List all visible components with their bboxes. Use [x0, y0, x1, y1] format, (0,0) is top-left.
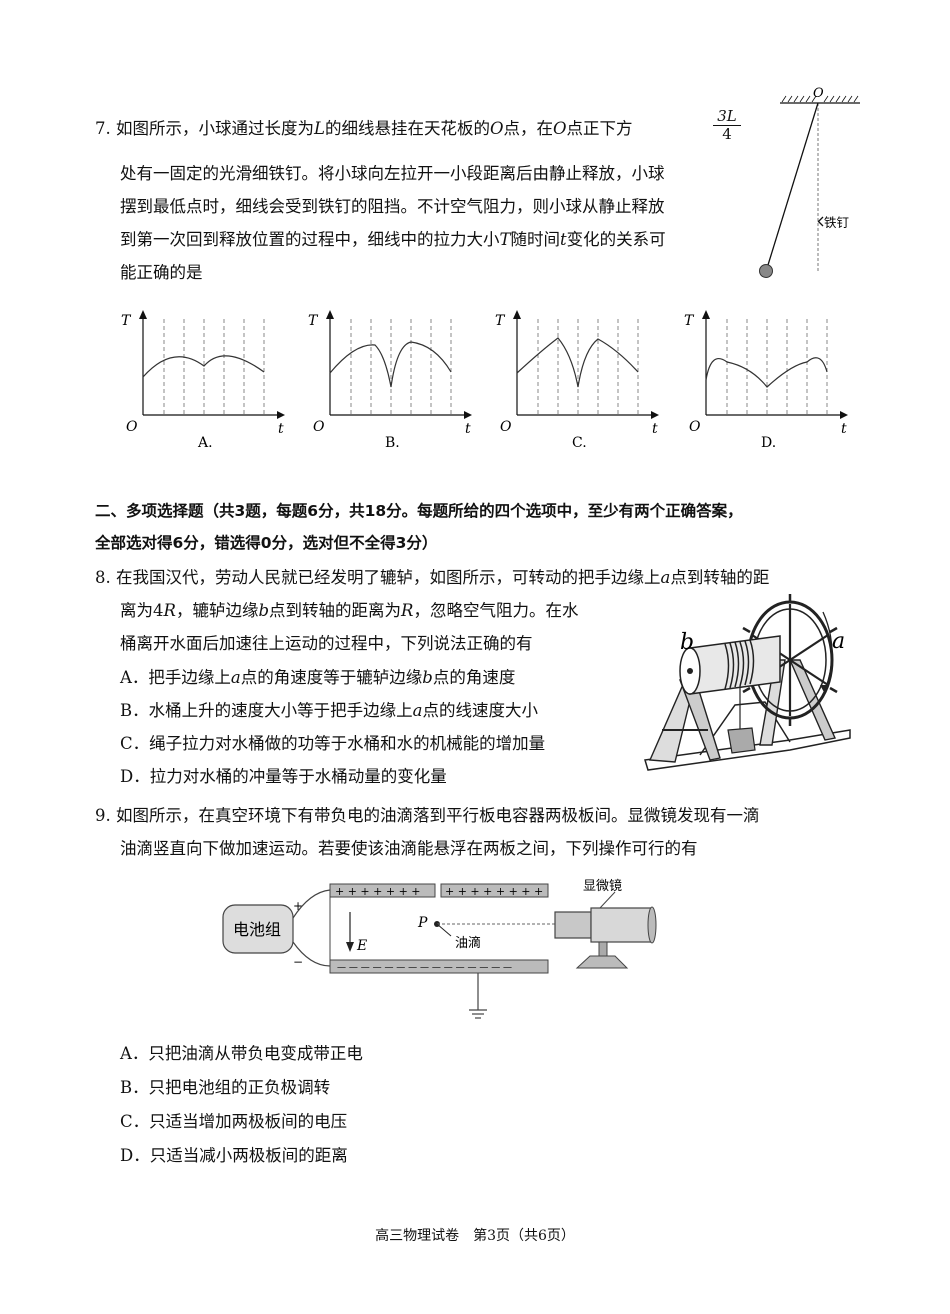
microscope-tube	[590, 907, 652, 943]
graph-d: T O t D.	[684, 310, 848, 450]
page-footer: 高三物理试卷 第3页（共6页）	[375, 1228, 575, 1244]
q8-option-d: D．拉力对水桶的冲量等于水桶动量的变化量	[120, 767, 447, 786]
q7-line-4: 到第一次回到释放位置的过程中，细线中的拉力大小T随时间t变化的关系可	[120, 230, 666, 249]
ball	[759, 264, 773, 278]
microscope-label: 显微镜	[583, 879, 622, 894]
q7-line-5: 能正确的是	[120, 263, 203, 282]
q7-fraction: 3L 4	[713, 108, 741, 143]
option-label: A.	[197, 435, 213, 450]
svg-text:t: t	[841, 421, 847, 437]
pendulum-figure: O 铁钉	[759, 86, 860, 278]
svg-text:O: O	[689, 419, 701, 435]
option-label: B.	[385, 435, 400, 450]
field-label: E	[356, 938, 367, 954]
svg-text:— — — — — — — — — — — — — — —: — — — — — — — — — — — — — — —	[337, 963, 512, 973]
q9-line-1: 9. 如图所示，在真空环境下有带负电的油滴落到平行板电容器两极板间。显微镜发现有…	[95, 806, 760, 825]
q9-option-b: B．只把电池组的正负极调转	[120, 1078, 331, 1097]
top-plate-right	[440, 883, 549, 898]
svg-text:t: t	[465, 421, 471, 437]
option-label: C.	[572, 435, 587, 450]
q7-line-1: 7. 如图所示，小球通过长度为L的细线悬挂在天花板的O点，在O点正下方	[95, 119, 633, 138]
plus-label: +	[293, 899, 303, 913]
point-a-label: a	[832, 629, 845, 654]
point-p-label: P	[417, 915, 428, 931]
svg-text:t: t	[278, 421, 284, 437]
q8-option-a: A．把手边缘上a点的角速度等于辘轳边缘b点的角速度	[120, 668, 516, 687]
q8-option-c: C．绳子拉力对水桶做的功等于水桶和水的机械能的增加量	[120, 734, 546, 753]
graph-a: T O t A.	[121, 310, 285, 450]
q8-line-3: 桶离开水面后加速往上运动的过程中，下列说法正确的有	[120, 634, 533, 653]
drop-label: 油滴	[455, 935, 481, 951]
svg-text:O: O	[126, 419, 138, 435]
battery-box	[222, 904, 294, 954]
graph-b: T O t B.	[308, 310, 472, 450]
q7-line-3: 摆到最低点时，细线会受到铁钉的阻挡。不计空气阻力，则小球从静止释放	[120, 197, 665, 216]
svg-text:+ + + + + + +: + + + + + + +	[335, 885, 421, 898]
point-b-label: b	[680, 630, 694, 655]
nail-label: 铁钉	[824, 215, 850, 230]
q8-line-2: 离为4R，辘轳边缘b点到转轴的距离为R，忽略空气阻力。在水	[120, 601, 579, 620]
pivot-label: O	[813, 86, 824, 101]
q9-option-a: A．只把油滴从带负电变成带正电	[120, 1044, 363, 1063]
svg-text:T: T	[308, 313, 319, 329]
svg-text:O: O	[500, 419, 512, 435]
svg-text:O: O	[313, 419, 325, 435]
battery-label: 电池组	[233, 920, 281, 939]
graph-c: T O t C.	[495, 310, 659, 450]
svg-text:T: T	[495, 313, 506, 329]
minus-label: −	[293, 955, 303, 969]
windlass-figure: b a	[644, 594, 851, 771]
section-2-heading-line-2: 全部选对得6分，错选得0分，选对但不全得3分）	[95, 534, 438, 552]
capacitor-figure: 电池组 + − + + + + + + + + + + + + + + + — …	[222, 879, 657, 1019]
q9-option-d: D．只适当减小两极板间的距离	[120, 1146, 348, 1165]
q8-option-b: B．水桶上升的速度大小等于把手边缘上a点的线速度大小	[120, 701, 538, 720]
q9-option-c: C．只适当增加两极板间的电压	[120, 1112, 348, 1131]
section-2-heading-line-1: 二、多项选择题（共3题，每题6分，共18分。每题所给的四个选项中，至少有两个正确…	[95, 502, 743, 520]
q8-line-1: 8. 在我国汉代，劳动人民就已经发明了辘轳，如图所示，可转动的把手边缘上a点到转…	[95, 568, 770, 587]
svg-text:T: T	[121, 313, 132, 329]
option-label: D.	[761, 435, 776, 450]
svg-text:+ + + + + + + +: + + + + + + + +	[445, 885, 543, 898]
svg-text:t: t	[652, 421, 658, 437]
microscope-eyepiece	[554, 911, 592, 939]
q7-line-2: 处有一固定的光滑细铁钉。将小球向左拉开一小段距离后由静止释放，小球	[120, 164, 665, 183]
top-plate-left	[329, 883, 436, 898]
svg-text:T: T	[684, 313, 695, 329]
q9-line-2: 油滴竖直向下做加速运动。若要使该油滴能悬浮在两板之间，下列操作可行的有	[120, 839, 698, 858]
bottom-plate	[329, 959, 549, 974]
